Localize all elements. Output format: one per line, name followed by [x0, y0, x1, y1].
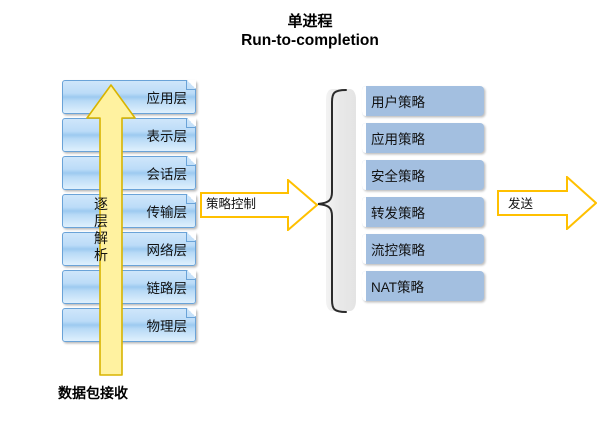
up-arrow-label: 逐 层 解 析 [90, 196, 112, 264]
osi-layer-box-transport[interactable]: 传输层 [62, 194, 196, 228]
brace-stroke-icon [317, 89, 347, 313]
title-line-chinese: 单进程 [287, 13, 333, 30]
policy-control-arrow-label: 策略控制 [206, 197, 257, 211]
osi-layer-stack: 应用层 表示层 会话层 传输层 网络层 链路层 物理层 [62, 80, 200, 342]
osi-layer-label: 传输层 [146, 205, 188, 220]
policy-stack: 用户策略 应用策略 安全策略 转发策略 流控策略 NAT策略 [362, 86, 488, 308]
osi-layer-label: 表示层 [146, 129, 188, 144]
page-title: 单进程 Run-to-completion [140, 12, 480, 50]
grouping-brace [312, 86, 360, 316]
osi-layer-label: 网络层 [146, 243, 188, 258]
osi-layer-label: 会话层 [146, 167, 188, 182]
policy-control-arrow-icon [200, 179, 318, 231]
send-arrow-icon [497, 176, 597, 230]
osi-layer-label: 物理层 [146, 319, 188, 334]
osi-layer-label: 链路层 [146, 281, 188, 296]
policy-label: NAT策略 [371, 280, 424, 295]
up-arrow-label-char: 解 [94, 230, 108, 246]
policy-box-user[interactable]: 用户策略 [362, 86, 484, 116]
up-arrow-label-char: 层 [94, 213, 108, 229]
osi-layer-box-session[interactable]: 会话层 [62, 156, 196, 190]
osi-layer-box-datalink[interactable]: 链路层 [62, 270, 196, 304]
policy-box-security[interactable]: 安全策略 [362, 160, 484, 190]
policy-label: 转发策略 [371, 206, 425, 221]
osi-layer-label: 应用层 [146, 91, 188, 106]
policy-box-forwarding[interactable]: 转发策略 [362, 197, 484, 227]
up-arrow-label-char: 析 [94, 247, 108, 263]
policy-box-nat[interactable]: NAT策略 [362, 271, 484, 301]
send-arrow-label: 发送 [508, 197, 534, 211]
osi-layer-box-presentation[interactable]: 表示层 [62, 118, 196, 152]
policy-label: 流控策略 [371, 243, 425, 258]
policy-label: 用户策略 [371, 95, 425, 110]
osi-layer-box-application[interactable]: 应用层 [62, 80, 196, 114]
policy-label: 应用策略 [371, 132, 425, 147]
title-line-english: Run-to-completion [241, 32, 379, 49]
osi-layer-box-network[interactable]: 网络层 [62, 232, 196, 266]
policy-label: 安全策略 [371, 169, 425, 184]
up-arrow-label-char: 逐 [94, 196, 108, 212]
policy-box-flowcontrol[interactable]: 流控策略 [362, 234, 484, 264]
policy-box-application[interactable]: 应用策略 [362, 123, 484, 153]
packet-receive-caption: 数据包接收 [58, 385, 128, 401]
osi-layer-box-physical[interactable]: 物理层 [62, 308, 196, 342]
